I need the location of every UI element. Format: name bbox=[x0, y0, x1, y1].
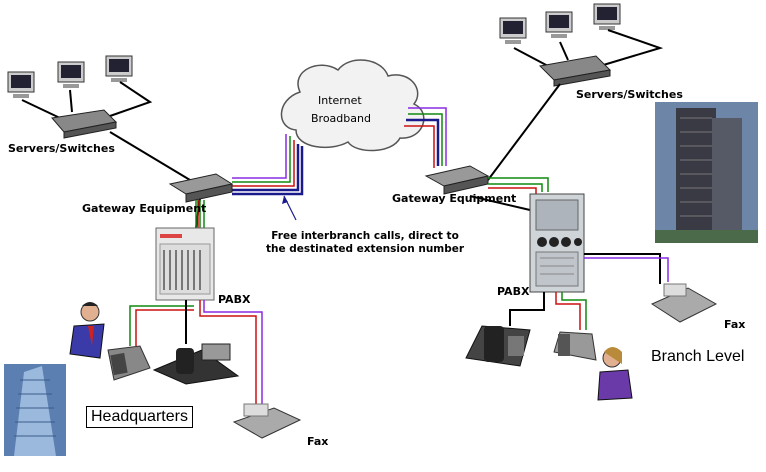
fax-left-label: Fax bbox=[307, 435, 329, 448]
branch-level-label: Branch Level bbox=[651, 348, 745, 365]
left-uplink bbox=[232, 134, 304, 196]
note-line-1: Free interbranch calls, direct to bbox=[271, 230, 459, 242]
hq-fax bbox=[232, 403, 302, 439]
interbranch-note: Free interbranch calls, direct to the de… bbox=[266, 230, 464, 256]
branch-phone-1 bbox=[465, 325, 531, 367]
left-pabx bbox=[155, 227, 215, 301]
internet-label: Internet bbox=[318, 94, 362, 107]
hq-person-on-phone bbox=[69, 302, 105, 359]
note-line-2: the destinated extension number bbox=[266, 243, 465, 255]
branch-phone-2 bbox=[553, 331, 597, 361]
servers-right-label: Servers/Switches bbox=[576, 88, 683, 101]
servers-left-label: Servers/Switches bbox=[8, 142, 115, 155]
hq-phone-2 bbox=[152, 343, 240, 385]
fax-right-label: Fax bbox=[724, 318, 746, 331]
broadband-label: Broadband bbox=[311, 112, 371, 125]
gateway-left-label: Gateway Equipment bbox=[82, 202, 207, 215]
pabx-left-label: PABX bbox=[218, 293, 251, 306]
right-uplink bbox=[404, 107, 447, 168]
pabx-right-label: PABX bbox=[497, 285, 530, 298]
right-gateway bbox=[424, 165, 549, 195]
right-switch bbox=[538, 55, 612, 87]
right-pabx bbox=[529, 193, 585, 293]
right-servers bbox=[499, 3, 664, 87]
headquarters-label: Headquarters bbox=[86, 406, 193, 428]
gateway-right-label: Gateway Equipment bbox=[392, 192, 517, 205]
branch-building bbox=[655, 102, 758, 243]
left-servers bbox=[7, 55, 153, 139]
branch-fax bbox=[650, 283, 718, 323]
right-extension-links bbox=[509, 253, 669, 330]
branch-person-on-phone bbox=[597, 347, 633, 401]
left-gateway bbox=[168, 173, 234, 228]
hq-building bbox=[4, 364, 66, 456]
left-extension-links bbox=[129, 300, 263, 404]
hq-phone-1 bbox=[107, 345, 151, 381]
left-switch bbox=[51, 109, 118, 139]
internet-cloud bbox=[280, 59, 425, 152]
